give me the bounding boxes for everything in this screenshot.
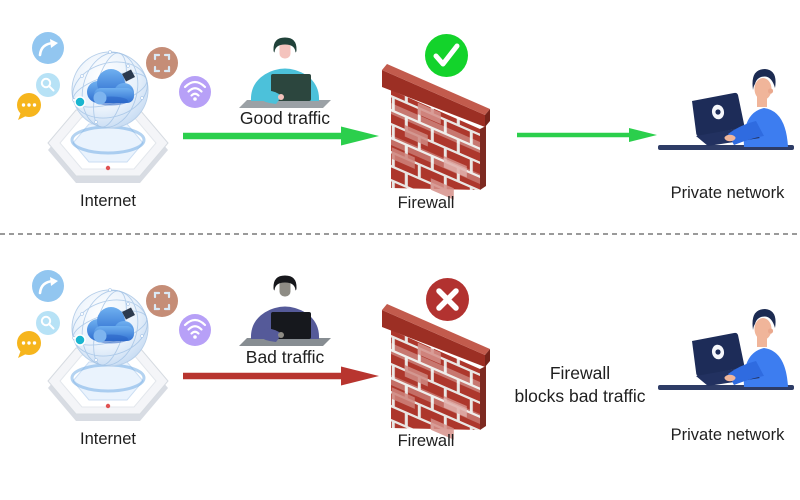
traffic-label: Bad traffic [245, 347, 325, 367]
private-network-person [658, 63, 796, 167]
person-hand [278, 332, 284, 338]
wifi-icon [179, 314, 211, 346]
firewall-illustration [381, 50, 505, 200]
chat-icon [17, 331, 41, 358]
wall-cap [382, 64, 490, 127]
person-hair [273, 275, 297, 291]
person-neck [757, 96, 767, 107]
scan-icon [146, 47, 178, 79]
brick-wall [391, 90, 486, 200]
person-hand [724, 134, 736, 142]
search-icon [36, 311, 60, 335]
cross-icon [426, 278, 469, 321]
check-icon [425, 34, 468, 77]
person-hand [724, 374, 736, 382]
person-arm [257, 328, 282, 342]
network-label: Private network [670, 426, 785, 444]
globe [71, 50, 149, 129]
person-hair [752, 69, 776, 90]
allowed-arrow [517, 128, 657, 142]
satellite-icon [122, 307, 135, 320]
person-ear [767, 328, 774, 334]
wifi-icon [179, 76, 211, 108]
hexagon-base [47, 109, 169, 183]
chat-icon [17, 93, 41, 120]
good-traffic-arrow [183, 126, 379, 146]
private-network-person [658, 303, 796, 407]
wall-cap [382, 304, 490, 367]
firewall-illustration [381, 290, 505, 440]
person-arm [728, 361, 764, 385]
internet-globe-graphic [17, 32, 211, 183]
person-good-traffic [237, 35, 333, 109]
person-face [754, 78, 772, 100]
hexagon-base [47, 347, 169, 421]
satellite-icon [122, 69, 135, 82]
private-user-graphic [658, 69, 794, 150]
desk [239, 100, 331, 108]
internet-label: Internet [80, 430, 136, 448]
blocked-note: Firewall blocks bad traffic [505, 362, 655, 408]
internet-label: Internet [80, 192, 136, 210]
laptop-logo-dot [715, 349, 721, 355]
blocked-note-line2: blocks bad traffic [514, 386, 646, 406]
brick-wall-graphic [382, 304, 490, 440]
person-ear [767, 88, 774, 94]
bad-traffic-arrow [183, 366, 379, 386]
cursor-icon [32, 270, 64, 302]
firewall-label: Firewall [397, 432, 455, 450]
node-dot [74, 96, 86, 108]
person-bad-traffic [237, 273, 333, 347]
brick-wall-graphic [382, 64, 490, 200]
private-user-graphic [658, 309, 794, 390]
internet-illustration [10, 28, 214, 188]
desk [239, 338, 331, 346]
traffic-label: Good traffic [239, 108, 331, 128]
blocked-note-line1: Firewall [549, 363, 611, 383]
cloud-icon [87, 69, 134, 106]
node-dot [74, 334, 86, 346]
globe [71, 288, 149, 367]
person-at-laptop-graphic [239, 37, 331, 108]
person-neck [757, 336, 767, 347]
person-hair [752, 309, 776, 330]
person-face [754, 318, 772, 340]
person-hair [273, 37, 297, 53]
person-arm [257, 90, 282, 104]
firewall-label: Firewall [397, 194, 455, 212]
person-face [279, 279, 291, 297]
laptop-logo-dot [715, 109, 721, 115]
network-label: Private network [670, 184, 785, 202]
person-hand [278, 94, 284, 100]
person-arm [728, 121, 764, 145]
person-face [279, 41, 291, 59]
internet-globe-graphic [17, 270, 211, 421]
cloud-icon [87, 307, 134, 344]
internet-illustration [10, 266, 214, 426]
cursor-icon [32, 32, 64, 64]
search-icon [36, 73, 60, 97]
person-at-laptop-graphic [239, 275, 331, 346]
scan-icon [146, 285, 178, 317]
brick-wall [391, 330, 486, 440]
section-divider [0, 233, 800, 235]
